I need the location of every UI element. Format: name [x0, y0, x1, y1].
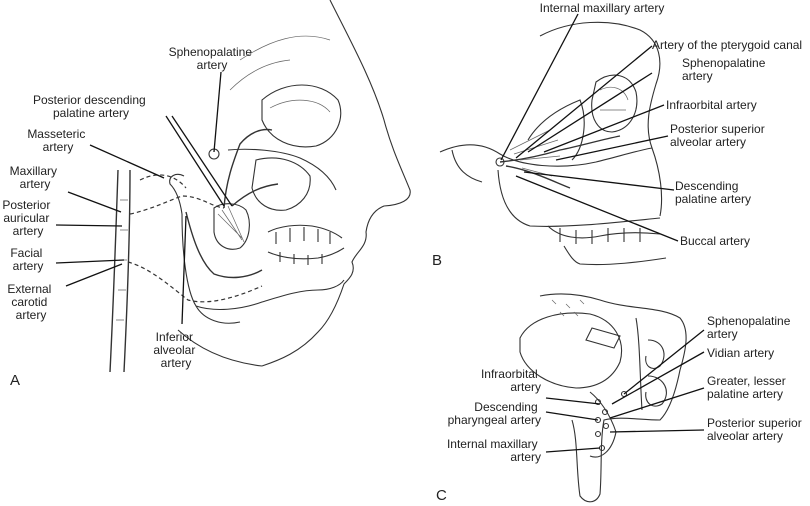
panel-b-labels: Internal maxillary artery Artery of the …	[432, 1, 802, 269]
label-b-pterygoid-canal: Artery of the pterygoid canal	[652, 38, 802, 52]
orbit-outline	[261, 84, 342, 148]
label-b-internal-maxillary: Internal maxillary artery	[540, 1, 665, 15]
panel-c-labels: Sphenopalatine artery Vidian artery Grea…	[436, 314, 805, 504]
facial-artery-course	[127, 261, 263, 303]
label-c-internal-maxillary: Internal maxillary artery	[447, 437, 541, 464]
skull-b-outline	[539, 21, 663, 217]
panel-letter-c: C	[436, 487, 447, 504]
teeth-b	[547, 225, 661, 244]
label-b-infraorbital: Infraorbital artery	[666, 98, 757, 112]
panel-letter-a: A	[10, 372, 20, 389]
inferior-alveolar-course	[185, 211, 263, 279]
orbit-c	[519, 312, 622, 389]
panel-b-leaders	[500, 13, 679, 242]
label-a-sphenopalatine: Sphenopalatine artery	[169, 45, 256, 72]
label-a-maxillary: Maxillary artery	[10, 164, 61, 191]
label-a-inferior-alveolar: Inferior alveolar artery	[153, 330, 198, 370]
orbit-b	[591, 74, 638, 133]
label-b-buccal: Buccal artery	[680, 234, 750, 248]
label-c-descending-pharyngeal: Descending pharyngeal artery	[448, 400, 541, 427]
label-c-sphenopalatine: Sphenopalatine artery	[707, 314, 794, 341]
external-carotid-vessel	[109, 169, 131, 373]
maxilla-b	[497, 169, 661, 227]
label-a-posterior-descending-palatine: Posterior descending palatine artery	[33, 93, 149, 120]
panel-c-leaders	[545, 329, 705, 453]
label-a-masseteric: Masseteric artery	[27, 127, 88, 154]
upper-teeth	[267, 224, 343, 244]
lower-teeth	[267, 247, 345, 265]
label-c-infraorbital: Infraorbital artery	[481, 367, 541, 394]
label-b-posterior-superior-alveolar: Posterior superior alveolar artery	[670, 122, 768, 149]
label-b-descending-palatine: Descending palatine artery	[675, 179, 751, 206]
panel-c-illustration	[519, 293, 687, 503]
panel-a-illustration	[109, 0, 411, 373]
face-profile-outline	[261, 0, 411, 367]
neck-outline	[177, 329, 263, 367]
label-a-external-carotid: External carotid artery	[7, 282, 54, 322]
panel-a-labels: Sphenopalatine artery Posterior descendi…	[2, 45, 256, 389]
panel-letter-b: B	[432, 252, 442, 269]
mandible-outline	[181, 213, 345, 310]
maxillary-artery-course	[129, 195, 225, 215]
label-a-posterior-auricular: Posterior auricular artery	[2, 198, 53, 238]
label-b-sphenopalatine: Sphenopalatine artery	[682, 56, 769, 83]
zygomatic-outline	[227, 148, 337, 191]
vessel-dots-c	[594, 390, 628, 452]
label-c-greater-lesser-palatine: Greater, lesser palatine artery	[707, 374, 789, 401]
label-a-facial: Facial artery	[10, 246, 45, 273]
label-c-vidian: Vidian artery	[707, 346, 774, 360]
pterygoid-region	[213, 203, 250, 250]
label-c-posterior-superior-alveolar: Posterior superior alveolar artery	[707, 416, 805, 443]
panel-a-leaders	[55, 71, 233, 325]
section-c-outline	[539, 293, 687, 503]
